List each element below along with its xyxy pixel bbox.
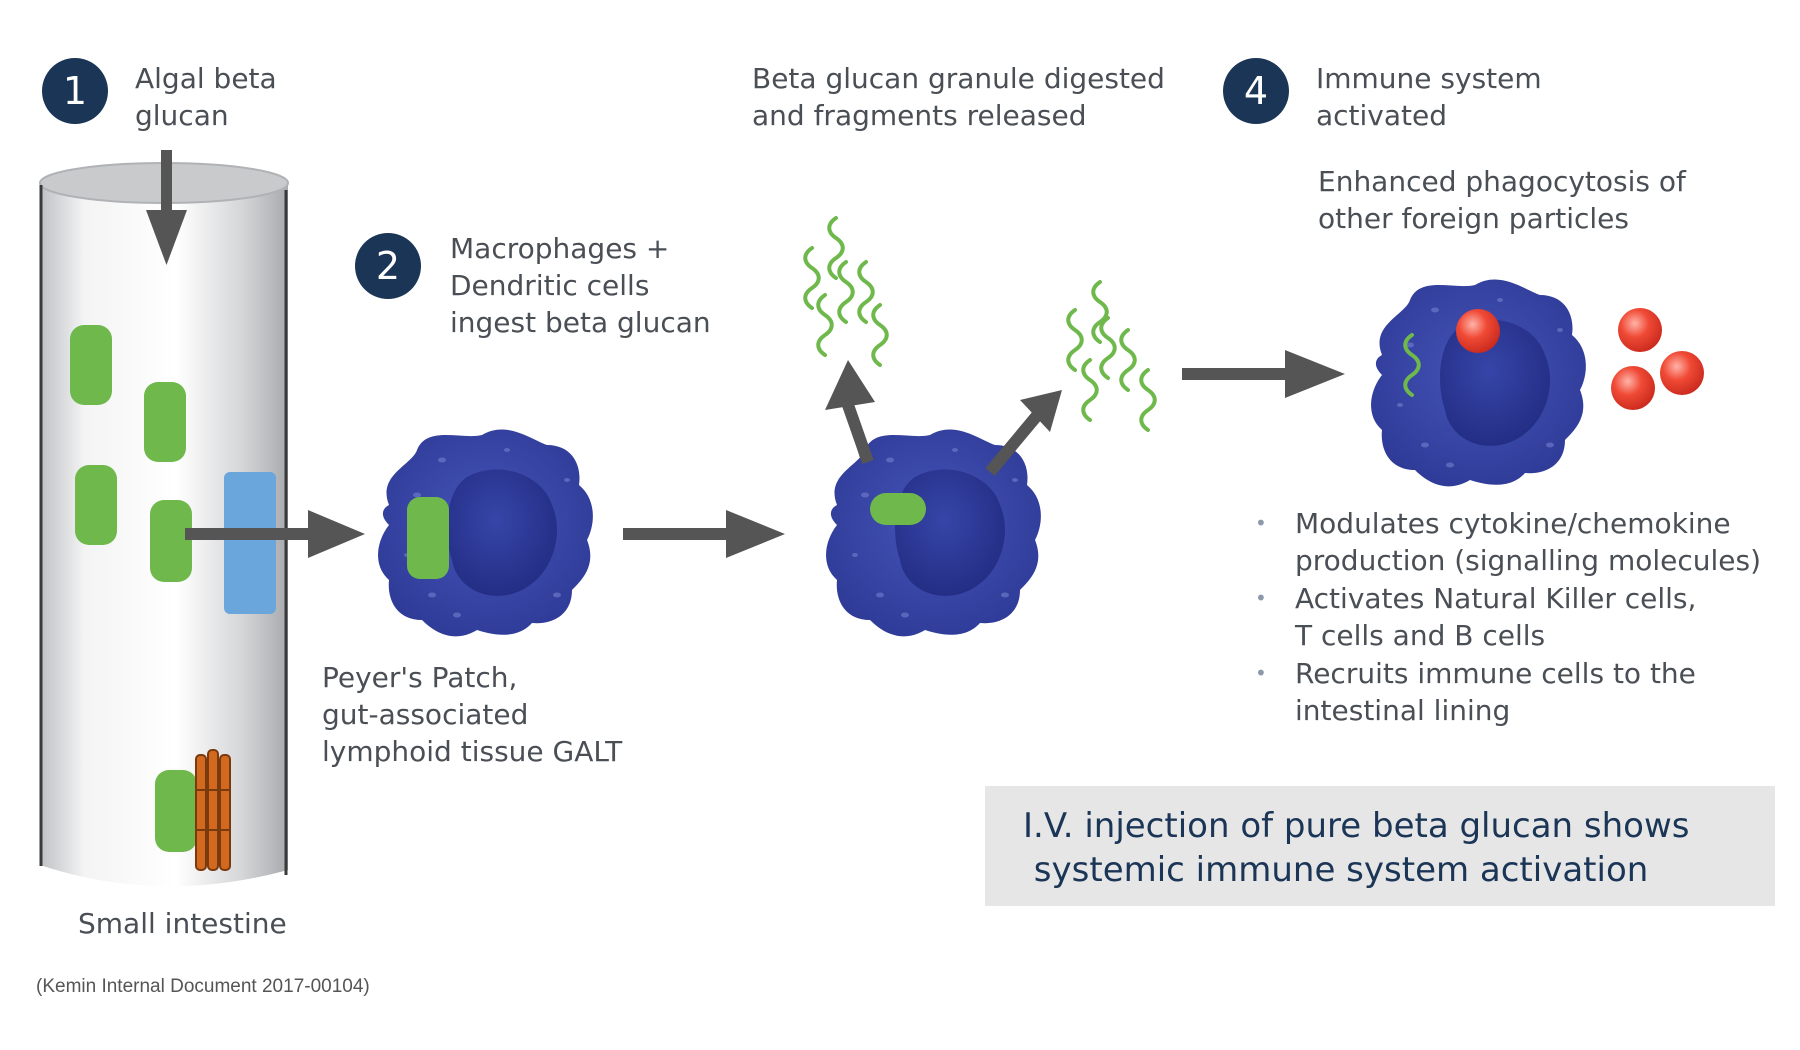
step-2-badge: 2 <box>355 233 421 299</box>
source-citation: (Kemin Internal Document 2017-00104) <box>36 976 370 997</box>
glucan-granule <box>155 770 197 852</box>
immune-effects-list: • Modulates cytokine/chemokine production… <box>1255 505 1775 730</box>
bullet-icon: • <box>1255 511 1267 535</box>
small-intestine-label: Small intestine <box>78 907 287 940</box>
bullet-icon: • <box>1255 661 1267 685</box>
glucan-fragments-cluster-1 <box>803 216 889 367</box>
beta-glucan-granules <box>70 325 197 852</box>
intestinal-villi-icon <box>195 749 231 871</box>
process-arrow-icon <box>623 510 785 558</box>
digested-label: Beta glucan granule digested and fragmen… <box>752 62 1165 132</box>
list-item: • Modulates cytokine/chemokine production… <box>1255 505 1775 579</box>
list-item: • Activates Natural Killer cells, T cells… <box>1255 580 1775 654</box>
intake-arrow-icon <box>146 150 187 265</box>
glucan-granule <box>70 325 112 405</box>
step-4-badge: 4 <box>1223 58 1289 124</box>
step-1-badge: 1 <box>42 58 108 124</box>
effect-text: Activates Natural Killer cells, T cells … <box>1295 582 1697 652</box>
foreign-particles-icon <box>1611 308 1704 410</box>
macrophage-digesting-icon <box>826 429 1041 637</box>
effect-text: Modulates cytokine/chemokine production … <box>1295 507 1762 577</box>
bullet-icon: • <box>1255 586 1267 610</box>
engulfed-particle-icon <box>1456 309 1500 353</box>
glucan-granule <box>150 500 192 582</box>
glucan-granule <box>144 382 186 462</box>
callout-text: I.V. injection of pure beta glucan shows… <box>1023 806 1690 890</box>
macrophage-ingesting-icon <box>378 429 593 637</box>
activation-arrow-icon <box>1182 350 1345 398</box>
list-item: • Recruits immune cells to the intestinal… <box>1255 655 1775 729</box>
release-arrow-right-icon <box>985 390 1062 476</box>
release-arrow-up-icon <box>825 360 875 464</box>
peyers-patch-label: Peyer's Patch, gut-associated lymphoid t… <box>322 661 623 768</box>
step-4-label: Immune system activated <box>1316 62 1542 132</box>
glucan-fragments-cluster-2 <box>1066 280 1157 432</box>
iv-injection-callout: I.V. injection of pure beta glucan shows… <box>985 786 1775 906</box>
glucan-granule <box>75 465 117 545</box>
transport-arrow-icon <box>185 510 365 558</box>
peyers-patch-icon <box>224 472 276 614</box>
effect-text: Recruits immune cells to the intestinal … <box>1295 657 1696 727</box>
phagocytosis-label: Enhanced phagocytosis of other foreign p… <box>1318 165 1686 235</box>
step-1-label: Algal beta glucan <box>135 62 277 132</box>
step-2-label: Macrophages + Dendritic cells ingest bet… <box>450 232 711 339</box>
activated-macrophage-icon <box>1371 279 1586 487</box>
